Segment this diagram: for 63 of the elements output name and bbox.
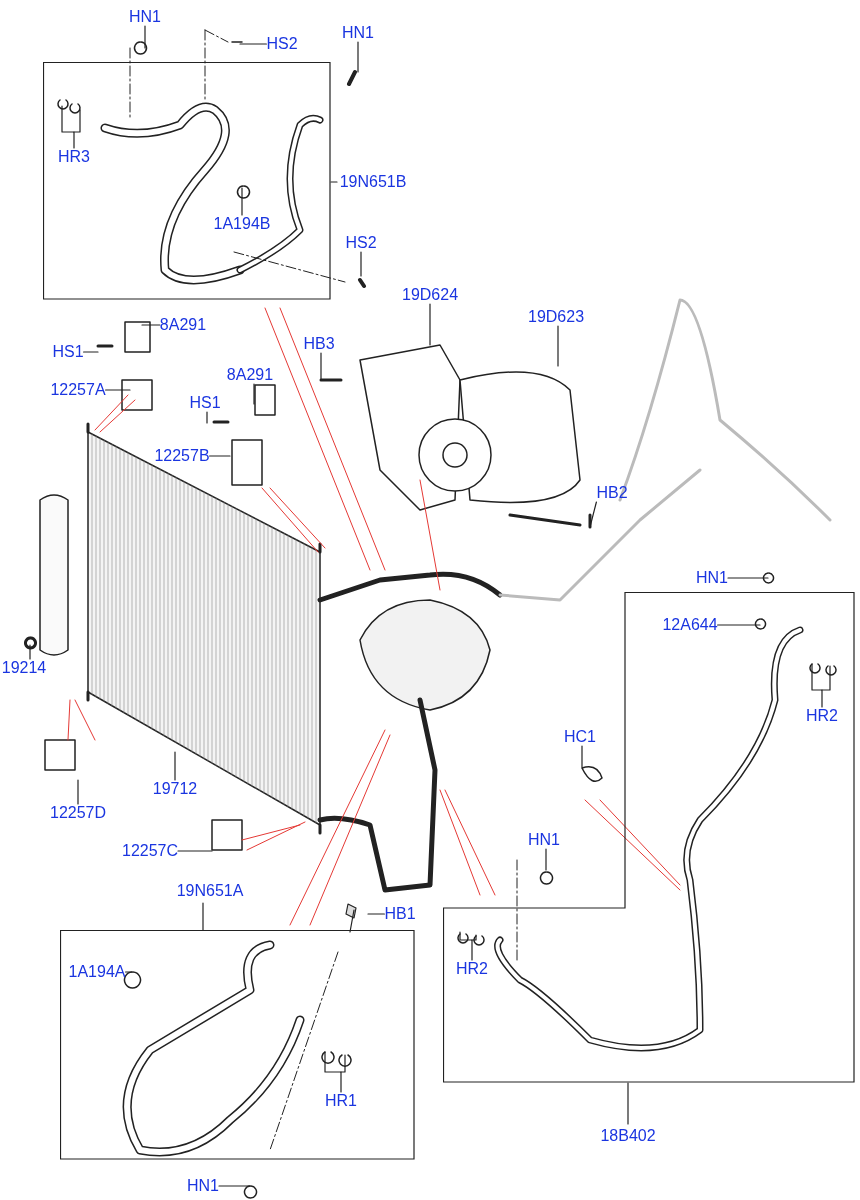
- leader-line: [239, 43, 267, 45]
- part-number: HS2: [345, 234, 377, 252]
- part-number: 12257A: [50, 381, 106, 399]
- part-number: 12257D: [50, 804, 106, 822]
- part-number: 19N651B: [339, 173, 407, 191]
- part-number: HN1: [528, 831, 560, 849]
- leader-line: [141, 324, 161, 326]
- leader-line: [77, 779, 79, 805]
- leader-line: [459, 931, 477, 961]
- leader-line: [124, 971, 133, 973]
- part-number: 19712: [152, 780, 198, 798]
- leader-line: [209, 455, 231, 457]
- part-number: 12257C: [122, 842, 178, 860]
- part-number: 8A291: [226, 366, 274, 384]
- leader-line: [429, 303, 431, 346]
- leader-line: [357, 41, 359, 73]
- part-number: 12257B: [154, 447, 210, 465]
- part-number: HR1: [325, 1092, 357, 1110]
- leader-line: [105, 389, 131, 391]
- leader-line: [253, 383, 255, 405]
- leader-line: [324, 1051, 346, 1093]
- part-number: HN1: [129, 8, 161, 26]
- part-number: HR3: [58, 148, 90, 166]
- leader-line: [581, 745, 583, 768]
- part-number: 1A194B: [213, 215, 271, 233]
- leader-line: [206, 411, 208, 424]
- part-number: 19214: [1, 659, 47, 677]
- part-number: HR2: [456, 960, 488, 978]
- part-number: HN1: [187, 1177, 219, 1195]
- leader-line: [144, 25, 146, 49]
- part-number: 19N651A: [176, 882, 244, 900]
- part-number: HS2: [266, 35, 298, 53]
- part-number: HN1: [696, 569, 728, 587]
- leader-line: [589, 501, 597, 528]
- part-number: HR2: [806, 707, 838, 725]
- part-number: HN1: [342, 24, 374, 42]
- leader-line: [174, 751, 176, 781]
- leader-line: [360, 251, 362, 277]
- part-number: 18B402: [600, 1127, 656, 1145]
- leader-line: [218, 1185, 251, 1187]
- part-number: HB3: [303, 335, 335, 353]
- part-number: HS1: [52, 343, 84, 361]
- leader-line: [557, 325, 559, 367]
- part-number: HB1: [384, 905, 416, 923]
- part-number: 19D624: [402, 286, 458, 304]
- leader-line: [367, 913, 385, 915]
- leader-line: [545, 848, 547, 871]
- leader-line: [83, 351, 99, 353]
- part-number: 12A644: [662, 616, 718, 634]
- part-number: HC1: [564, 728, 596, 746]
- part-number: HB2: [596, 484, 628, 502]
- leader-line: [241, 187, 243, 216]
- leader-line: [29, 644, 31, 660]
- part-number: 8A291: [159, 316, 207, 334]
- part-number: 19D623: [528, 308, 584, 326]
- leader-line: [320, 352, 322, 381]
- leader-line: [717, 624, 761, 626]
- leader-line: [61, 105, 81, 149]
- part-number: HS1: [189, 394, 221, 412]
- leader-line: [727, 577, 769, 579]
- part-number: 1A194A: [68, 963, 126, 981]
- leader-line: [177, 850, 213, 852]
- leader-line: [811, 663, 831, 708]
